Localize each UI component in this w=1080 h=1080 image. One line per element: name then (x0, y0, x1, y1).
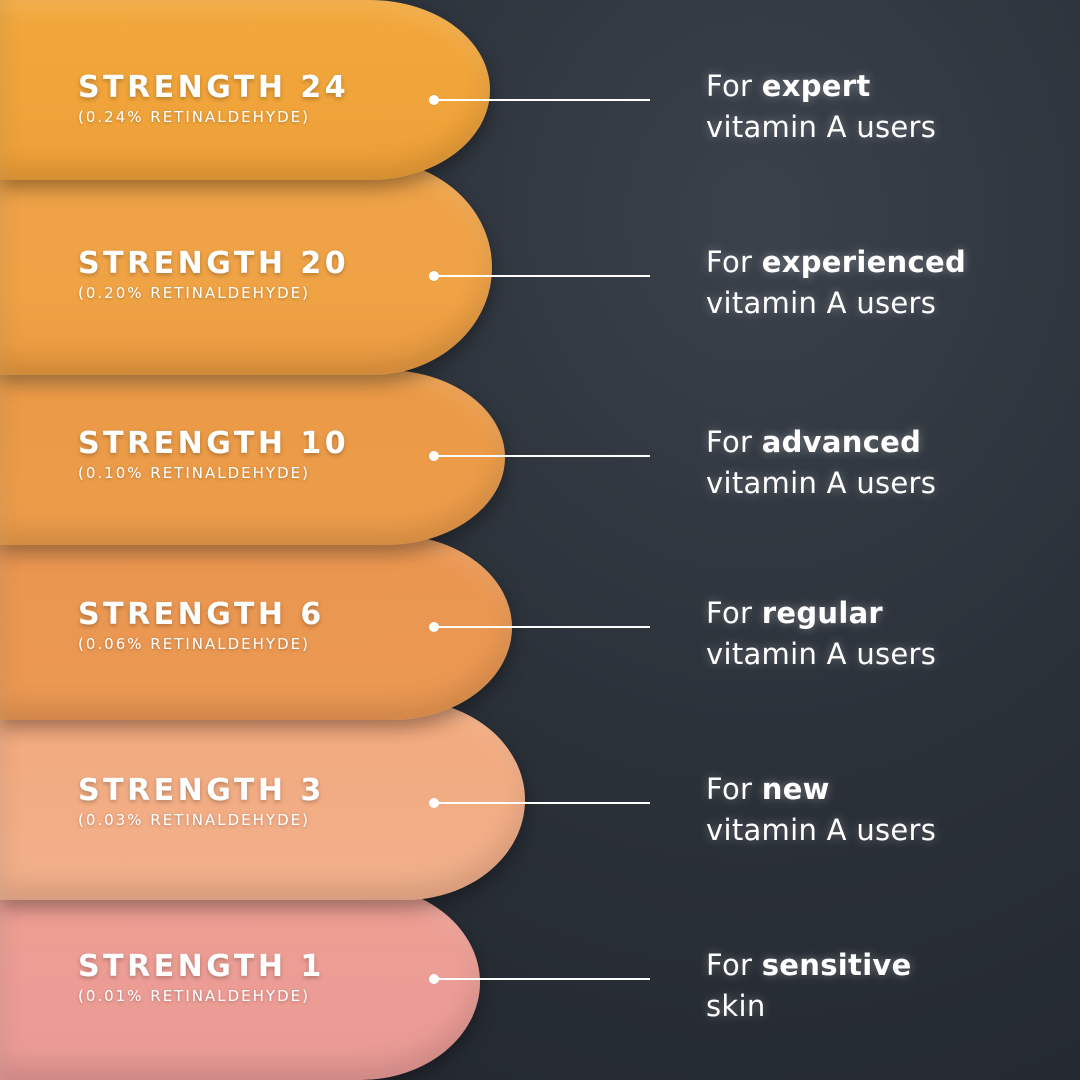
connector-line (434, 626, 650, 628)
swatch-strength-6 (0, 535, 512, 720)
strength-row: STRENGTH 24 (0.24% RETINALDEHYDE) For ex… (0, 69, 1080, 144)
strength-description: For regular vitamin A users (706, 593, 1061, 675)
desc-level: experienced (761, 245, 967, 279)
desc-suffix: vitamin A users (706, 637, 937, 671)
desc-suffix: vitamin A users (706, 466, 937, 500)
connector-line (434, 802, 650, 804)
connector-line (434, 275, 650, 277)
connector-line (434, 455, 650, 457)
strength-description: For sensitive skin (706, 945, 1061, 1027)
strength-row: STRENGTH 3 (0.03% RETINALDEHYDE) For new… (0, 772, 1080, 847)
desc-prefix: For (706, 245, 753, 279)
strength-title: STRENGTH 24 (78, 70, 350, 105)
desc-suffix: vitamin A users (706, 110, 937, 144)
strength-description: For advanced vitamin A users (706, 422, 1061, 504)
strength-description: For experienced vitamin A users (706, 242, 1061, 324)
desc-level: new (761, 772, 830, 806)
strength-concentration: (0.01% RETINALDEHYDE) (78, 987, 310, 1005)
connector-line (434, 99, 650, 101)
strength-title: STRENGTH 3 (78, 773, 325, 808)
strength-concentration: (0.10% RETINALDEHYDE) (78, 464, 310, 482)
desc-level: advanced (761, 425, 922, 459)
desc-prefix: For (706, 596, 753, 630)
strength-concentration: (0.06% RETINALDEHYDE) (78, 635, 310, 653)
desc-prefix: For (706, 425, 753, 459)
swatch-strength-1 (0, 885, 480, 1080)
swatch-strength-24 (0, 0, 490, 180)
desc-level: sensitive (761, 948, 912, 982)
desc-prefix: For (706, 948, 753, 982)
strength-title: STRENGTH 1 (78, 949, 325, 984)
strength-concentration: (0.20% RETINALDEHYDE) (78, 284, 310, 302)
desc-suffix: skin (706, 989, 766, 1023)
strength-description: For expert vitamin A users (706, 66, 1061, 148)
desc-prefix: For (706, 69, 753, 103)
strength-row: STRENGTH 10 (0.10% RETINALDEHYDE) For ad… (0, 425, 1080, 500)
desc-suffix: vitamin A users (706, 813, 937, 847)
swatch-strength-10 (0, 370, 505, 545)
desc-prefix: For (706, 772, 753, 806)
strength-concentration: (0.03% RETINALDEHYDE) (78, 811, 310, 829)
desc-level: regular (761, 596, 884, 630)
strength-row: STRENGTH 6 (0.06% RETINALDEHYDE) For reg… (0, 596, 1080, 671)
swatch-strength-20 (0, 160, 492, 375)
desc-level: expert (761, 69, 871, 103)
strength-title: STRENGTH 6 (78, 597, 325, 632)
strength-title: STRENGTH 20 (78, 246, 350, 281)
strength-row: STRENGTH 20 (0.20% RETINALDEHYDE) For ex… (0, 245, 1080, 320)
strength-row: STRENGTH 1 (0.01% RETINALDEHYDE) For sen… (0, 948, 1080, 1023)
desc-suffix: vitamin A users (706, 286, 937, 320)
strength-title: STRENGTH 10 (78, 426, 350, 461)
strength-description: For new vitamin A users (706, 769, 1061, 851)
connector-line (434, 978, 650, 980)
strength-concentration: (0.24% RETINALDEHYDE) (78, 108, 310, 126)
